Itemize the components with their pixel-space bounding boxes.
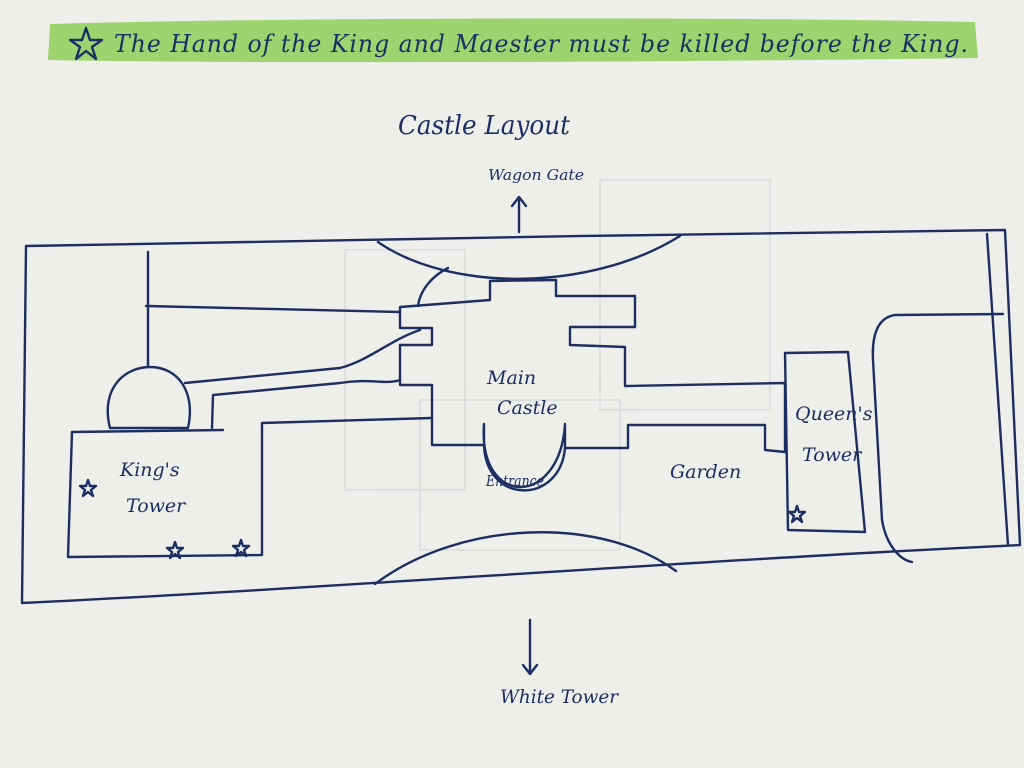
star-icon [787, 504, 807, 524]
note-text: The Hand of the King and Maester must be… [114, 30, 969, 58]
kings-tower-outline [66, 416, 434, 559]
main-castle-label: Main [486, 367, 536, 389]
north-label: Wagon Gate [488, 166, 584, 184]
main-castle-label: Castle [497, 397, 558, 419]
castle-walls [20, 228, 1022, 605]
entrance-arch [482, 443, 567, 492]
kings-tower-label: Tower [126, 495, 187, 517]
kings-dome [106, 365, 192, 430]
north-corridor [144, 250, 422, 430]
map-title: Castle Layout [398, 111, 571, 141]
queens-tower-outline [783, 350, 867, 534]
east-enclosure [871, 312, 1005, 564]
kings-tower-label: King's [119, 459, 180, 481]
south-label: White Tower [500, 686, 620, 708]
star-icon [68, 26, 104, 61]
queens-tower-label: Queen's [795, 403, 873, 425]
note-highlight [48, 18, 978, 63]
star-markers [78, 478, 807, 560]
garden-label: Garden [670, 461, 741, 483]
star-icon [231, 538, 251, 558]
queens-tower-label: Tower [802, 444, 863, 466]
courtyard-arcs [373, 234, 682, 586]
north-arrow [510, 195, 528, 234]
entrance-label: Entrance [485, 472, 544, 490]
paper-showthrough [344, 179, 771, 551]
star-icon [165, 540, 185, 560]
main-castle-outline [398, 278, 787, 489]
south-arrow [521, 618, 539, 676]
star-icon [78, 478, 98, 498]
